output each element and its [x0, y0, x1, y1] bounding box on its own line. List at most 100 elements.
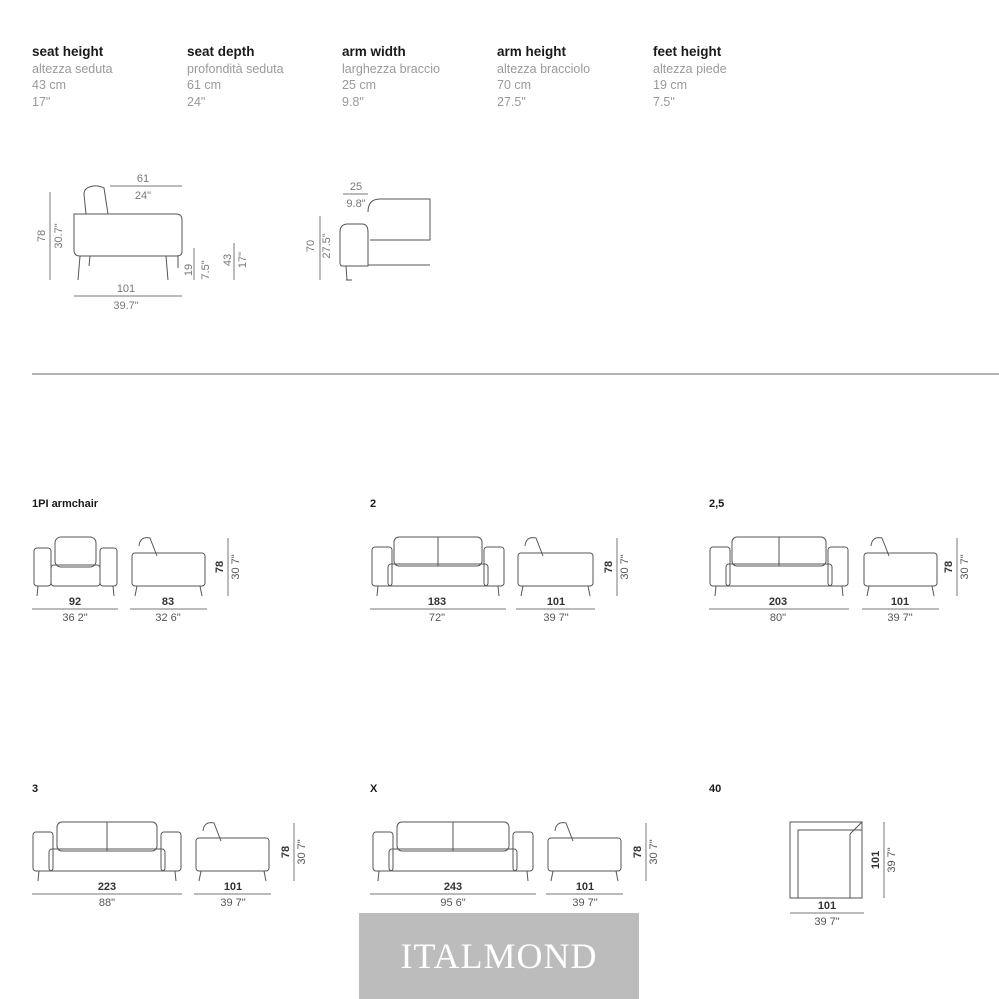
arm-detail: 25 9.8" 70 27.5" — [305, 181, 431, 281]
right-arm — [827, 546, 849, 587]
left-arm — [33, 547, 52, 587]
spec-arm-width: arm width larghezza braccio 25 cm 9.8" — [342, 44, 492, 110]
body — [131, 552, 206, 587]
spec-label-it: altezza bracciolo — [497, 61, 591, 76]
side-view — [547, 822, 622, 882]
depth-in: 39 7" — [220, 897, 245, 909]
model-title-40: 40 — [709, 783, 722, 795]
foot — [37, 870, 40, 882]
height-in: 30.7" — [53, 223, 65, 248]
model-2-5: 203 80" 101 39 7" 78 30 7" — [709, 536, 971, 624]
width-in: 39 7" — [814, 916, 839, 928]
model-40: 101 39 7" 101 39 7" — [789, 821, 898, 928]
spec-value-in: 24" — [187, 94, 206, 109]
right-arm — [512, 831, 534, 872]
rear-foot — [165, 255, 169, 281]
model-title-2: 2 — [370, 498, 377, 510]
spec-value-cm: 61 cm — [187, 78, 222, 92]
back-cushion — [138, 537, 158, 557]
foot — [134, 585, 138, 597]
model-x: 243 95 6" 101 39 7" 78 30 7" — [370, 821, 660, 909]
width-cm: 243 — [444, 881, 462, 893]
spec-value-cm: 70 cm — [497, 78, 532, 92]
height-cm: 78 — [214, 561, 226, 573]
spec-value-cm: 19 cm — [653, 78, 688, 92]
model-1pi: 92 36 2" 83 32 6" 78 30 7" — [32, 536, 242, 624]
spec-label: arm height — [497, 44, 567, 59]
depth-in: 39.7" — [113, 300, 138, 312]
seat-cushion — [388, 848, 518, 872]
width-cm: 203 — [769, 596, 787, 608]
spec-value-in: 27.5" — [497, 94, 526, 109]
spec-label: arm width — [342, 44, 406, 59]
corner-back-inner — [797, 829, 862, 898]
height-cm: 78 — [943, 561, 955, 573]
corner-mitre — [849, 821, 863, 835]
spec-value-in: 17" — [32, 94, 51, 109]
back-cushion — [554, 822, 574, 842]
foot — [615, 870, 619, 882]
back-cushion — [870, 537, 890, 557]
depth-cm: 101 — [547, 596, 565, 608]
spec-arm-height: arm height altezza bracciolo 70 cm 27.5" — [497, 44, 647, 110]
side-view — [863, 537, 938, 597]
height-in: 30 7" — [296, 839, 308, 864]
left-arm — [372, 831, 394, 872]
front-view — [372, 821, 534, 882]
model-title-x: X — [370, 783, 378, 795]
height-cm: 78 — [280, 846, 292, 858]
seat-cushion — [387, 563, 489, 587]
foot — [376, 585, 379, 597]
right-arm — [99, 547, 118, 587]
body — [547, 837, 622, 872]
model-3: 223 88" 101 39 7" 78 30 7" — [32, 821, 308, 909]
left-arm — [32, 831, 54, 872]
seat-depth-cm: 61 — [137, 173, 149, 185]
side-view — [195, 822, 270, 882]
depth-cm: 101 — [576, 881, 594, 893]
width-cm: 92 — [69, 596, 81, 608]
width-cm: 101 — [818, 900, 836, 912]
depth-cm: 101 — [224, 881, 242, 893]
spec-seat-height: seat height altezza seduta 43 cm 17" — [32, 44, 182, 110]
arm-height-cm: 70 — [305, 240, 317, 252]
foot — [377, 870, 380, 882]
spec-label-it: profondità seduta — [187, 61, 284, 76]
depth-cm: 101 — [117, 283, 135, 295]
model-2: 183 72" 101 39 7" 78 30 7" — [370, 536, 631, 624]
spec-value-cm: 25 cm — [342, 78, 377, 92]
front-view — [32, 821, 182, 882]
side-profile-detail: 61 24" 101 39.7" 78 30.7" 19 7.5" 43 17" — [36, 173, 249, 312]
seat-depth-in: 24" — [135, 190, 151, 202]
spec-value-cm: 43 cm — [32, 78, 67, 92]
width-in: 80" — [770, 612, 786, 624]
model-title-2-5: 2,5 — [709, 498, 725, 510]
width-in: 72" — [429, 612, 445, 624]
foot — [550, 870, 554, 882]
depth-in: 39 7" — [887, 612, 912, 624]
width-cm: 183 — [428, 596, 446, 608]
foot — [263, 870, 267, 882]
front-view — [709, 536, 849, 597]
side-view — [517, 537, 594, 597]
spec-label: seat height — [32, 44, 104, 59]
feet-cm: 19 — [183, 264, 195, 276]
height-in: 30 7" — [648, 839, 660, 864]
model-title-3: 3 — [32, 783, 39, 795]
spec-label: feet height — [653, 44, 722, 59]
height-in: 30 7" — [959, 554, 971, 579]
arm-front — [339, 223, 369, 267]
foot — [198, 870, 202, 882]
back-cushion — [202, 822, 222, 842]
spec-label-it: altezza piede — [653, 61, 727, 76]
body — [195, 837, 270, 872]
mid-foot — [88, 255, 91, 267]
side-view — [131, 537, 206, 597]
height-cm: 78 — [632, 846, 644, 858]
foot — [931, 585, 935, 597]
height-cm: 78 — [36, 230, 48, 242]
left-arm — [371, 546, 393, 587]
seat-cushion — [50, 564, 101, 587]
foot — [714, 585, 717, 597]
